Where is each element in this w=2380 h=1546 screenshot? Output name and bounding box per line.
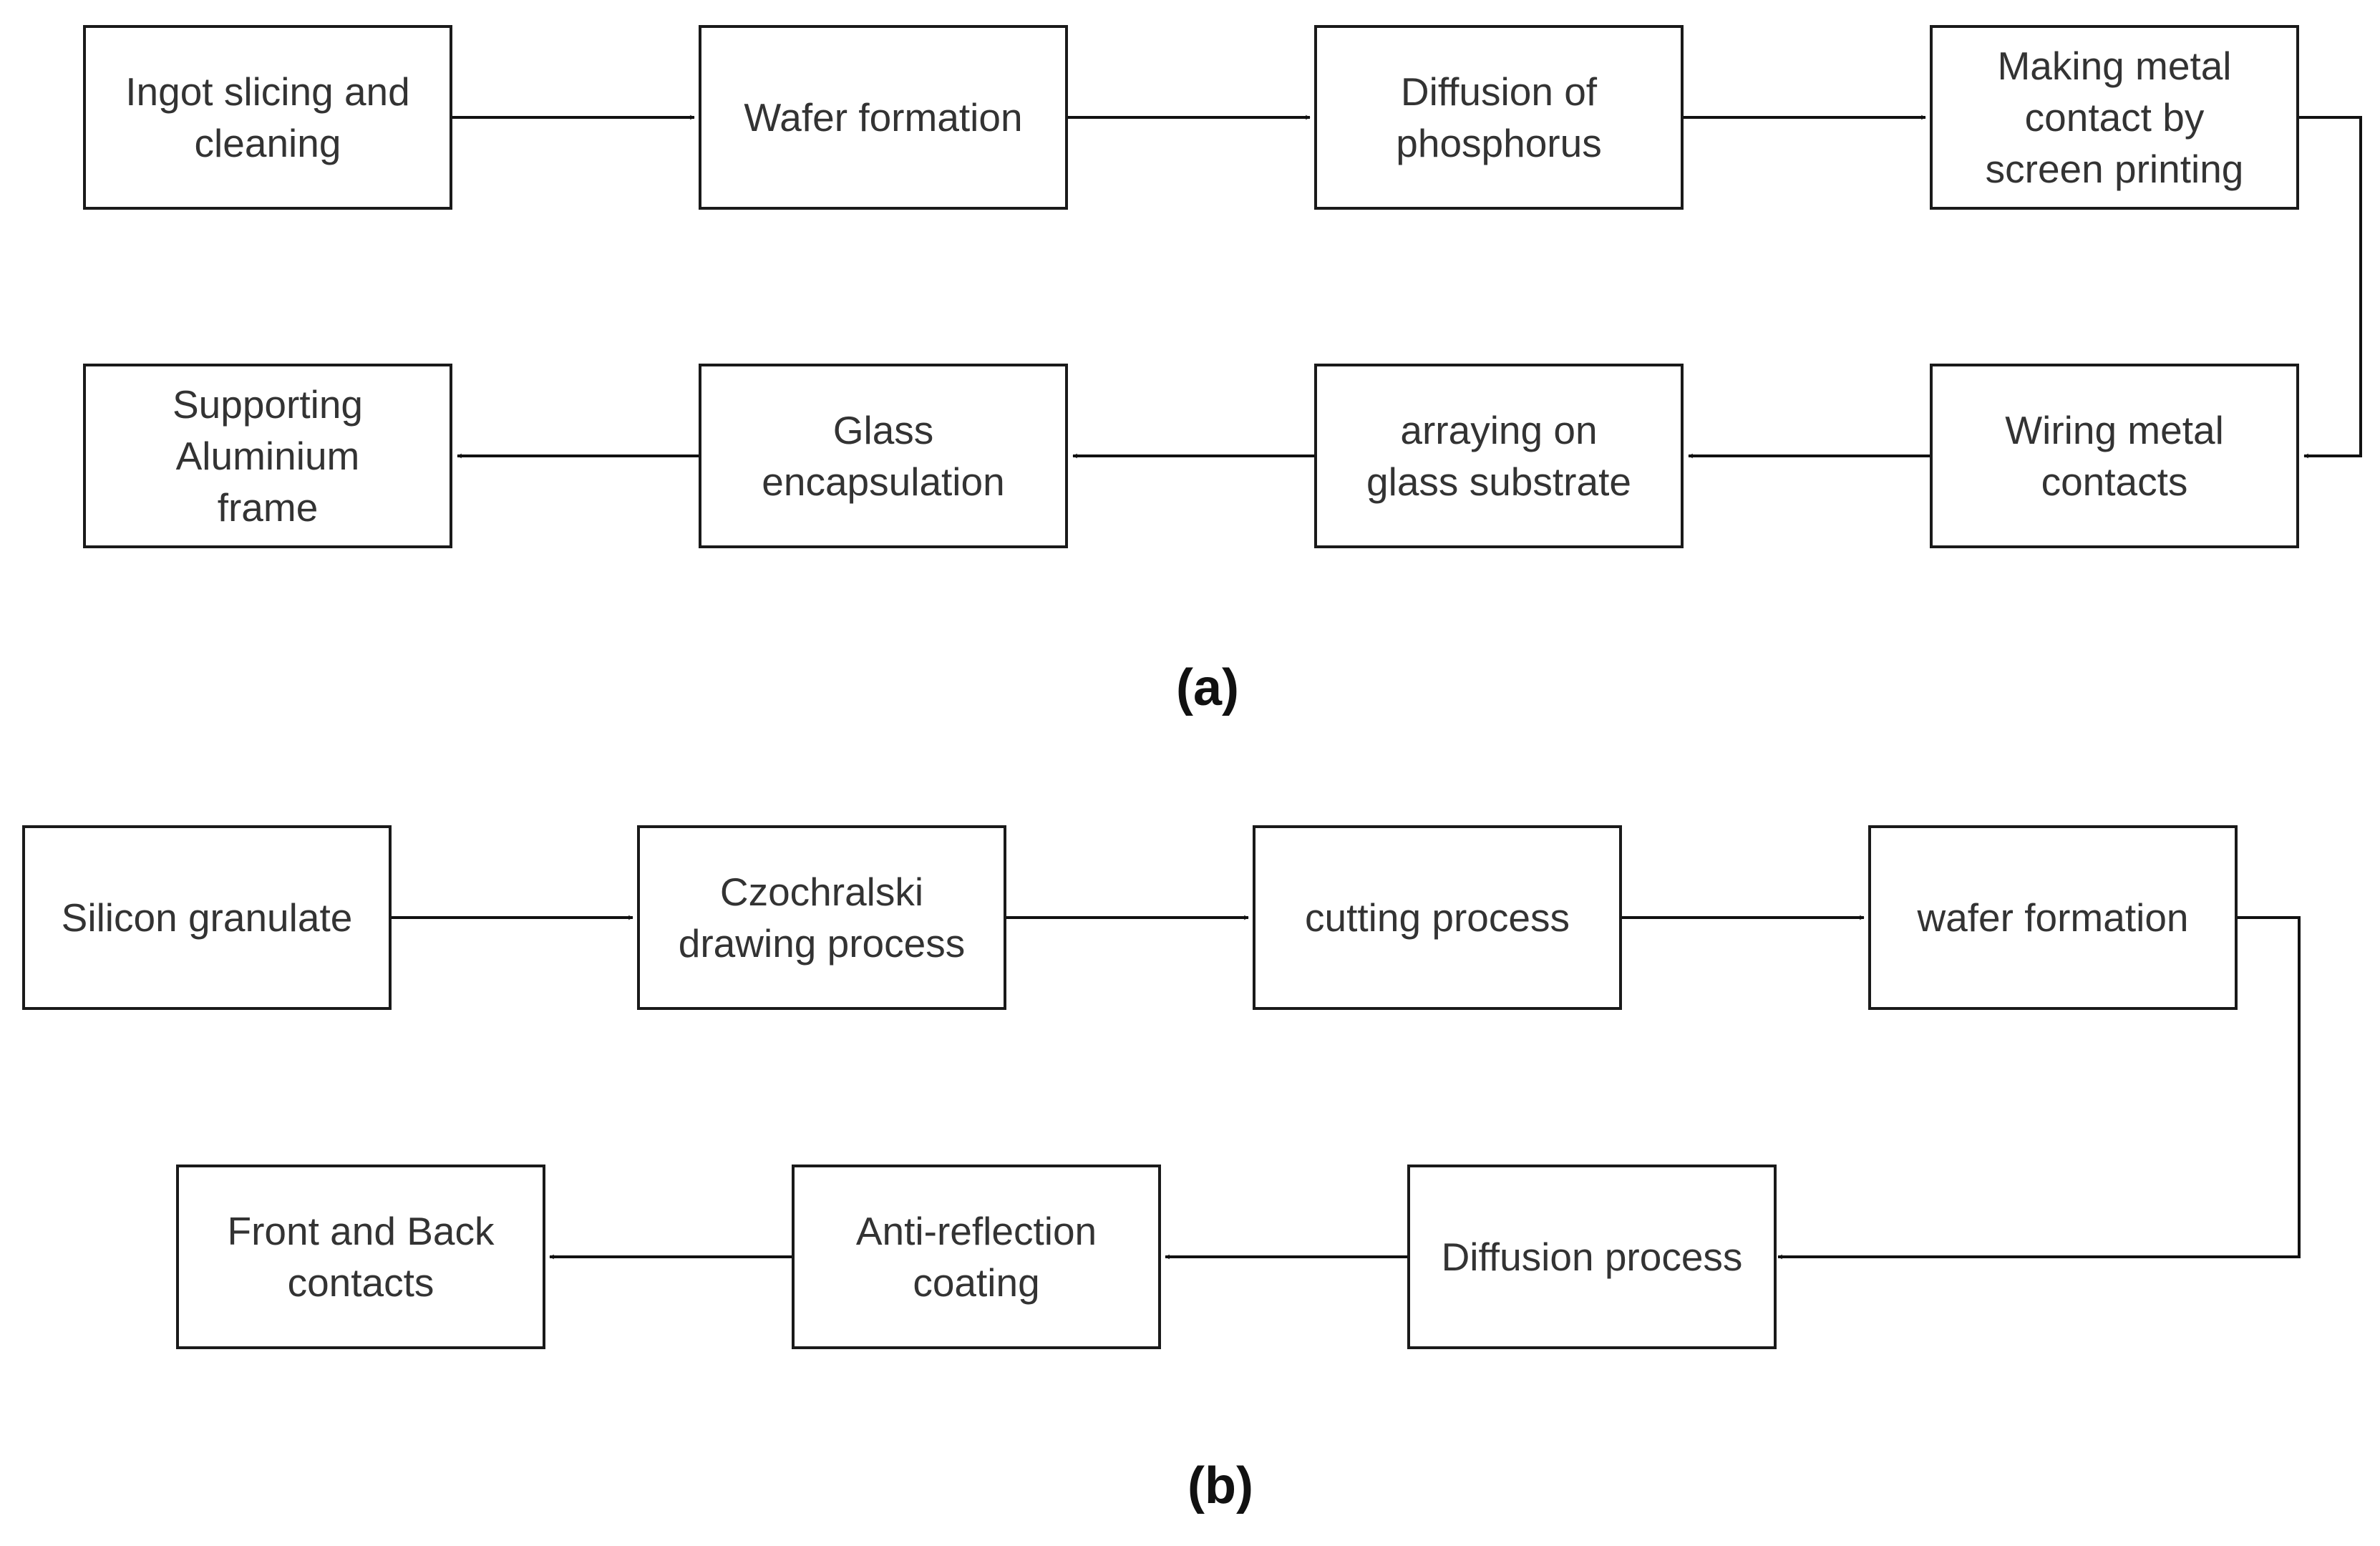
panel-label-b: (b) xyxy=(1187,1457,1253,1515)
step-anti-reflection-coating: Anti-reflection coating xyxy=(792,1165,1161,1349)
arrow-b-4-to-5 xyxy=(1777,916,2301,1260)
step-wiring-metal-contacts: Wiring metal contacts xyxy=(1930,364,2299,548)
step-cutting-process: cutting process xyxy=(1253,825,1622,1010)
arrow-a-4-to-5 xyxy=(2299,116,2362,459)
step-metal-contact-screen-printing: Making metal contact by screen printing xyxy=(1930,25,2299,210)
step-ingot-slicing: Ingot slicing and cleaning xyxy=(83,25,452,210)
step-czochralski-drawing: Czochralski drawing process xyxy=(637,825,1006,1010)
step-silicon-granulate: Silicon granulate xyxy=(22,825,392,1010)
step-diffusion-phosphorus: Diffusion of phosphorus xyxy=(1314,25,1684,210)
step-wafer-formation-b: wafer formation xyxy=(1868,825,2238,1010)
step-wafer-formation: Wafer formation xyxy=(699,25,1068,210)
step-aluminium-frame: Supporting Aluminium frame xyxy=(83,364,452,548)
step-glass-encapsulation: Glass encapsulation xyxy=(699,364,1068,548)
panel-label-a: (a) xyxy=(1176,659,1239,716)
step-arraying-glass-substrate: arraying on glass substrate xyxy=(1314,364,1684,548)
step-front-back-contacts: Front and Back contacts xyxy=(176,1165,545,1349)
step-diffusion-process: Diffusion process xyxy=(1407,1165,1777,1349)
